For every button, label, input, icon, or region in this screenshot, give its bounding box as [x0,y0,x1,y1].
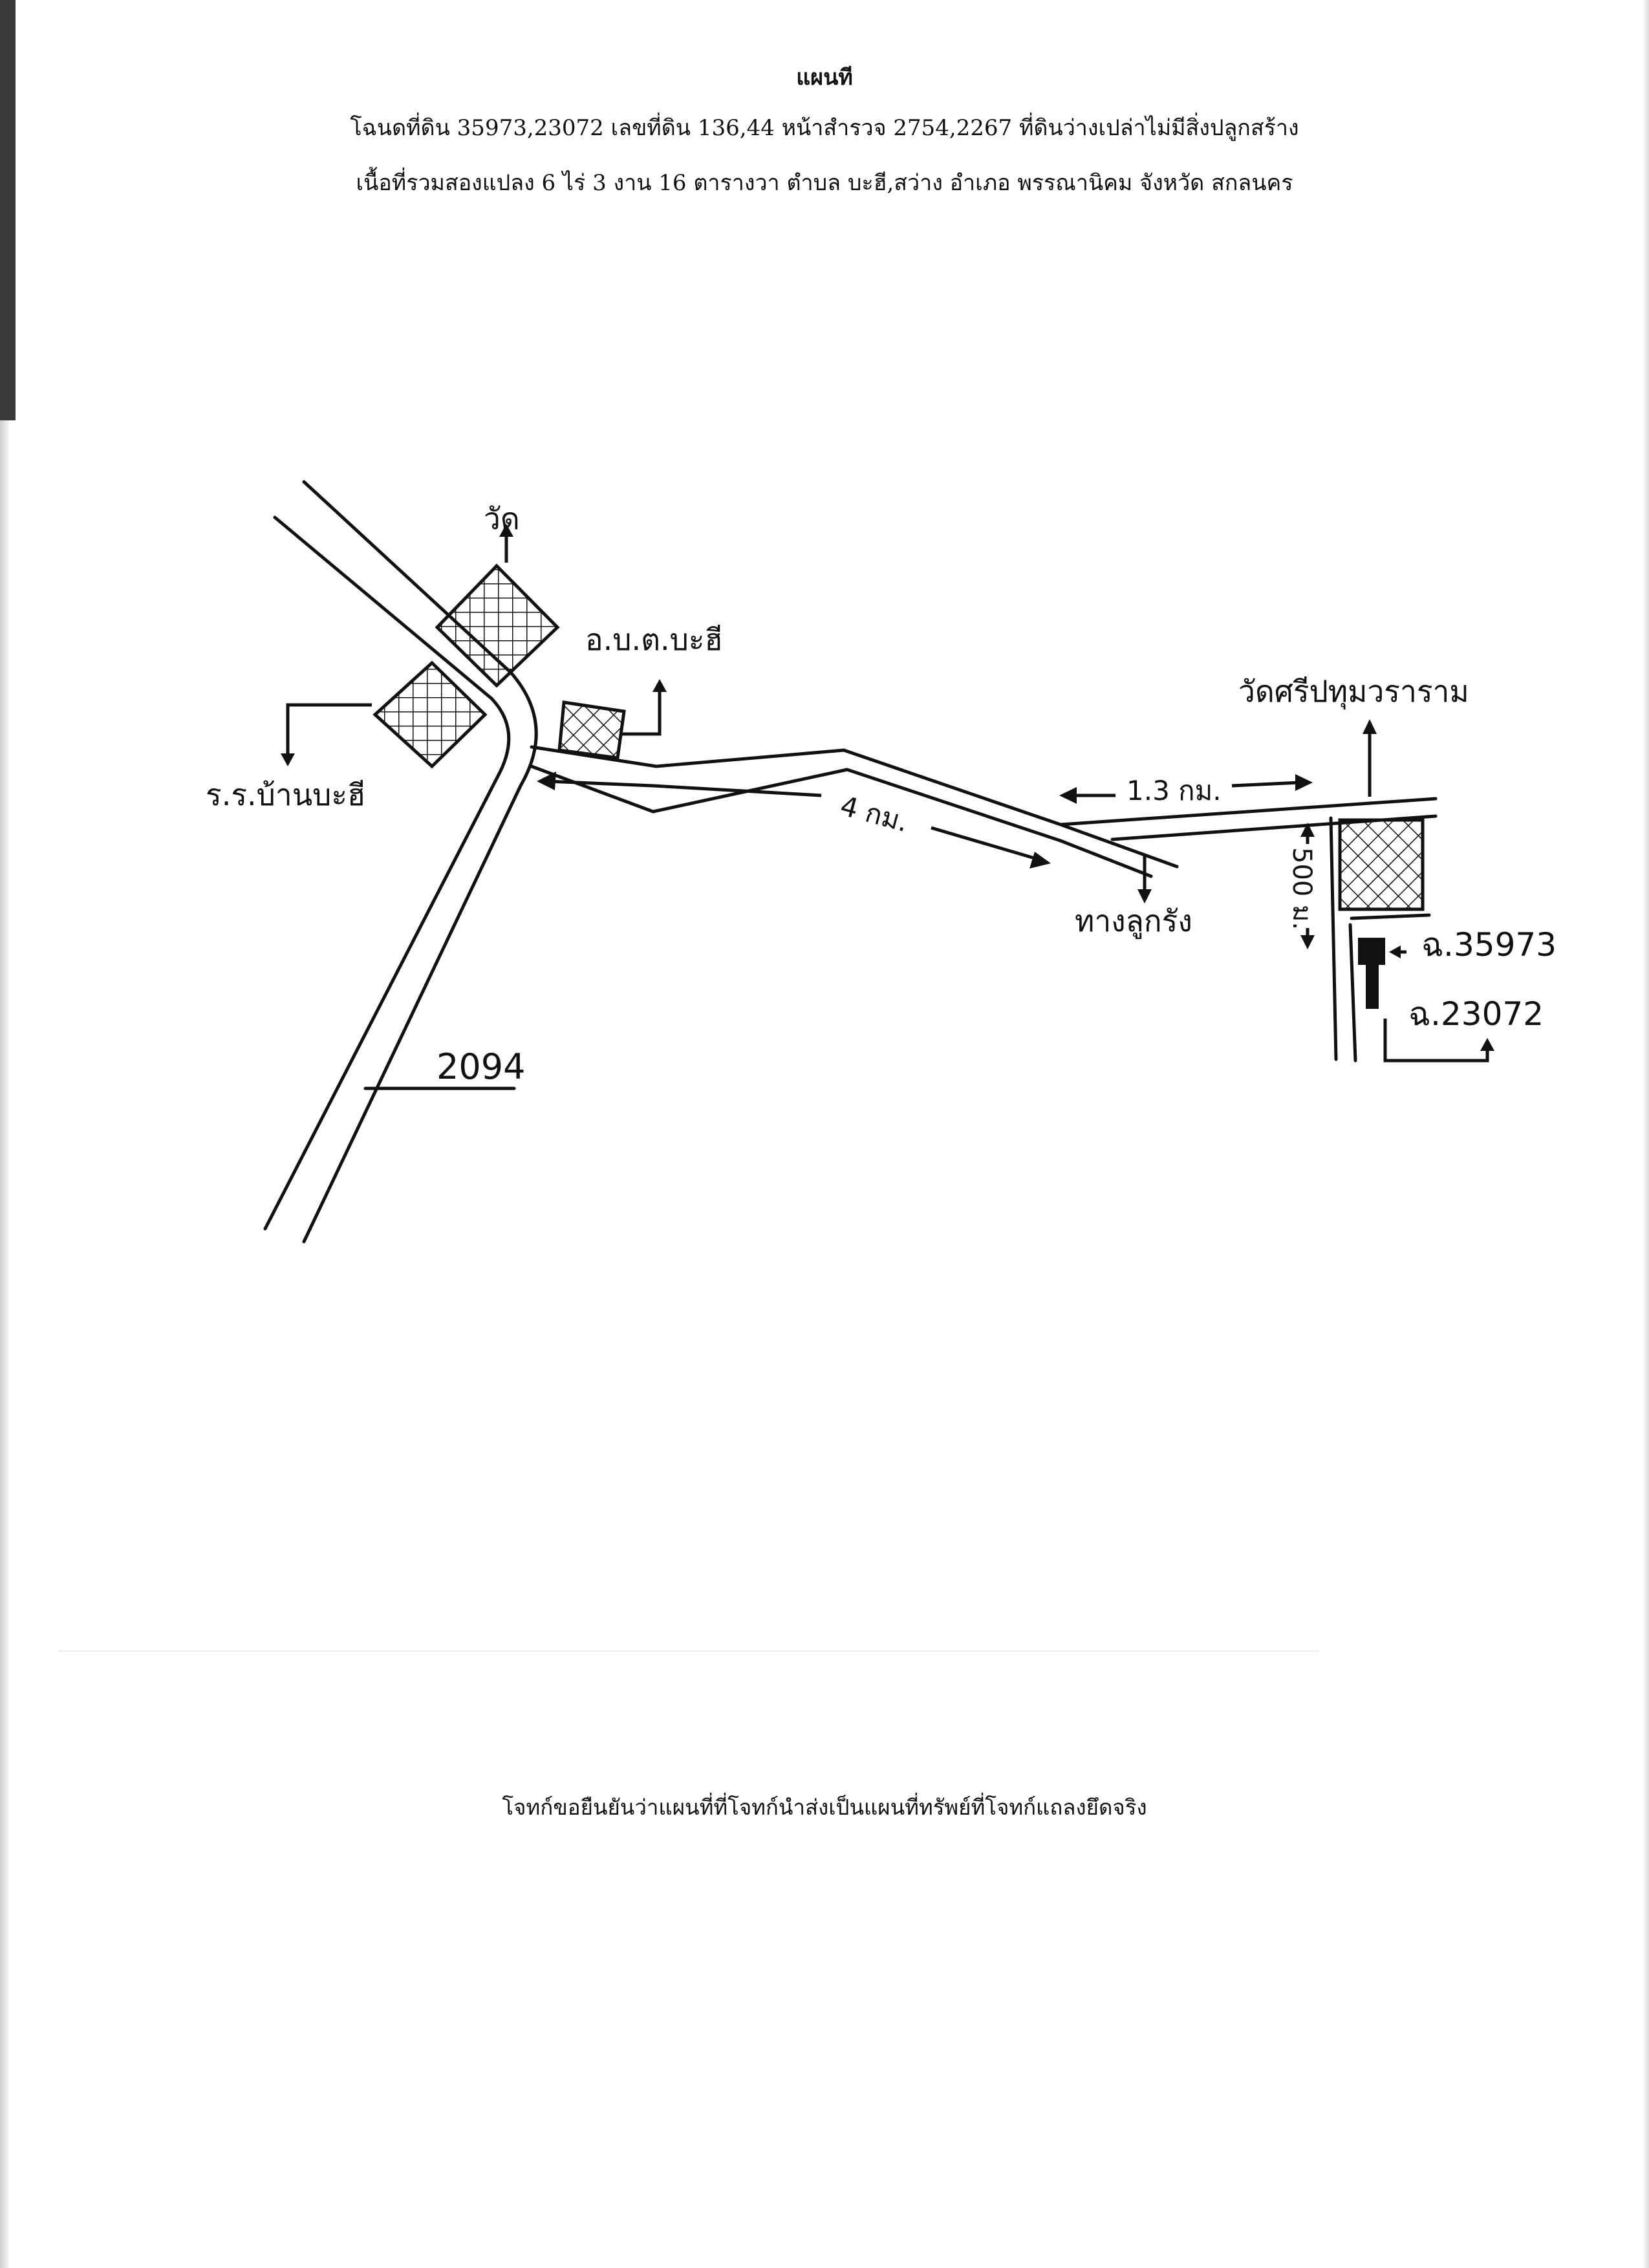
distance-4km-arrow [546,779,1042,862]
road-2094-left-edge [263,515,511,1231]
ns-road-cap [1350,913,1431,920]
temple-label: วัด [484,501,520,536]
east-road-upper-edge [1059,797,1438,826]
deed-plots-marker [1358,938,1494,1063]
document-title: แผนที [796,65,853,91]
dirt-road-label: ทางลูกรัง [1075,903,1192,939]
arrow-head-east [1029,852,1051,869]
deed-23072-label: ฉ.23072 [1408,995,1544,1033]
deed-35973-label: ฉ.35973 [1421,926,1557,964]
road-number-label: 2094 [436,1046,525,1087]
temple-sri-marker [1338,719,1425,911]
arrow-head-1-3km-west [1059,787,1077,804]
scan-edge-left [0,0,16,420]
arrow-head-500m-south [1300,935,1315,949]
distance-1-3km-arrow [1070,781,1300,797]
scan-edge-left-shadow [0,420,9,2268]
temple-sri-label: วัดศรีปทุมวราราม [1238,674,1469,710]
plaintiff-certification: โจทก์ขอยืนยันว่าแผนที่ที่โจทก์นำส่งเป็นแ… [502,1795,1147,1820]
arrow-head-500m-north [1300,823,1315,837]
ns-road-left-edge [1329,816,1338,1061]
deed-info-line: โฉนดที่ดิน 35973,23072 เลขที่ดิน 136,44 … [350,115,1299,141]
school-label: ร.ร.บ้านบะฮี [206,777,365,812]
temple-marker [435,524,560,688]
ns-road-right-edge [1348,923,1357,1063]
area-location-line: เนื้อที่รวมสองแปลง 6 ไร่ 3 งาน 16 ตารางว… [356,170,1293,196]
school-marker [281,660,488,769]
road-2094-right-edge [302,480,538,1244]
arrow-head-1-3km-east [1295,774,1313,791]
arrow-head-west [537,772,556,790]
distance-1-3km-label: 1.3 กม. [1126,775,1222,806]
distance-500m-label: 500 ม. [1287,847,1317,930]
sao-office-label: อ.บ.ต.บะฮี [585,622,723,657]
distance-4km-label: 4 กม. [837,790,912,838]
branch-road-lower-edge [530,764,1153,878]
scan-edge-right [1643,0,1649,2268]
footer-divider [58,1650,1319,1652]
dirt-road-arrow [1137,854,1152,903]
sao-office-marker [557,679,667,760]
branch-road-upper-edge [530,745,1179,869]
